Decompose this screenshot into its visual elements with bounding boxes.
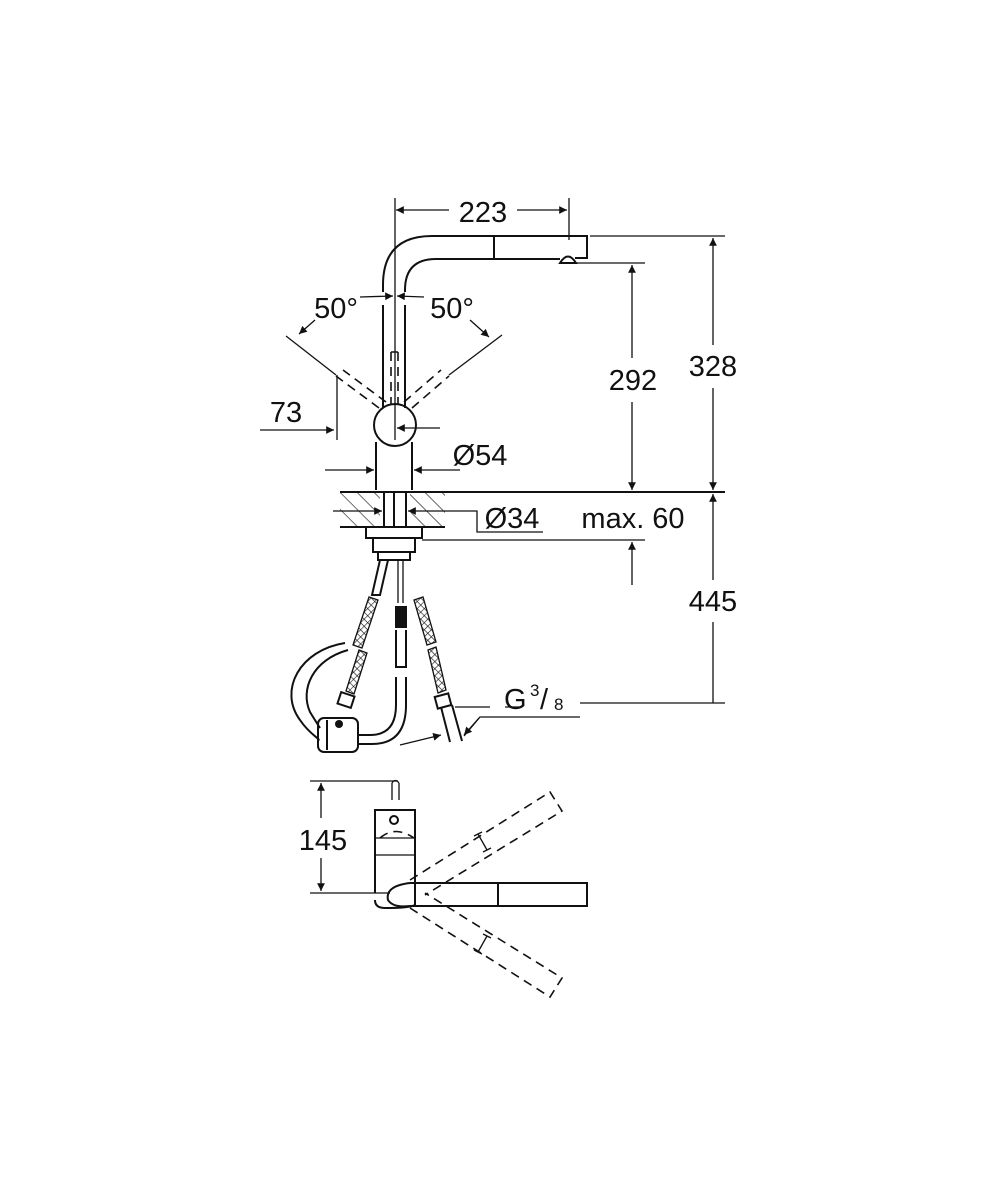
faucet-spout [335, 235, 588, 490]
dim-spout-reach: 223 [459, 197, 507, 229]
dim-top-view-depth: 145 [299, 825, 347, 857]
dim-hole-diameter: Ø34 [485, 503, 540, 535]
dim-swivel-left: 50° [314, 293, 358, 325]
countertop-section [340, 491, 725, 561]
top-view [310, 779, 588, 999]
thread-denominator: 8 [554, 695, 563, 714]
dim-lever-offset: 73 [270, 397, 302, 429]
thread-slash: / [540, 684, 549, 716]
thread-numerator: 3 [530, 681, 539, 700]
thread-prefix: G [504, 684, 527, 716]
dim-total-height: 328 [689, 351, 737, 383]
dim-spout-height: 292 [609, 365, 657, 397]
dim-hose-length: 445 [689, 586, 737, 618]
dim-connection-thread: G 3 / 8 [504, 681, 563, 716]
aerator [558, 255, 578, 264]
dim-swivel-right: 50° [430, 293, 474, 325]
dimension-lines [260, 198, 725, 746]
dim-base-diameter: Ø54 [453, 440, 508, 472]
hoses [290, 559, 463, 753]
dim-counter-thickness: max. 60 [581, 503, 684, 535]
